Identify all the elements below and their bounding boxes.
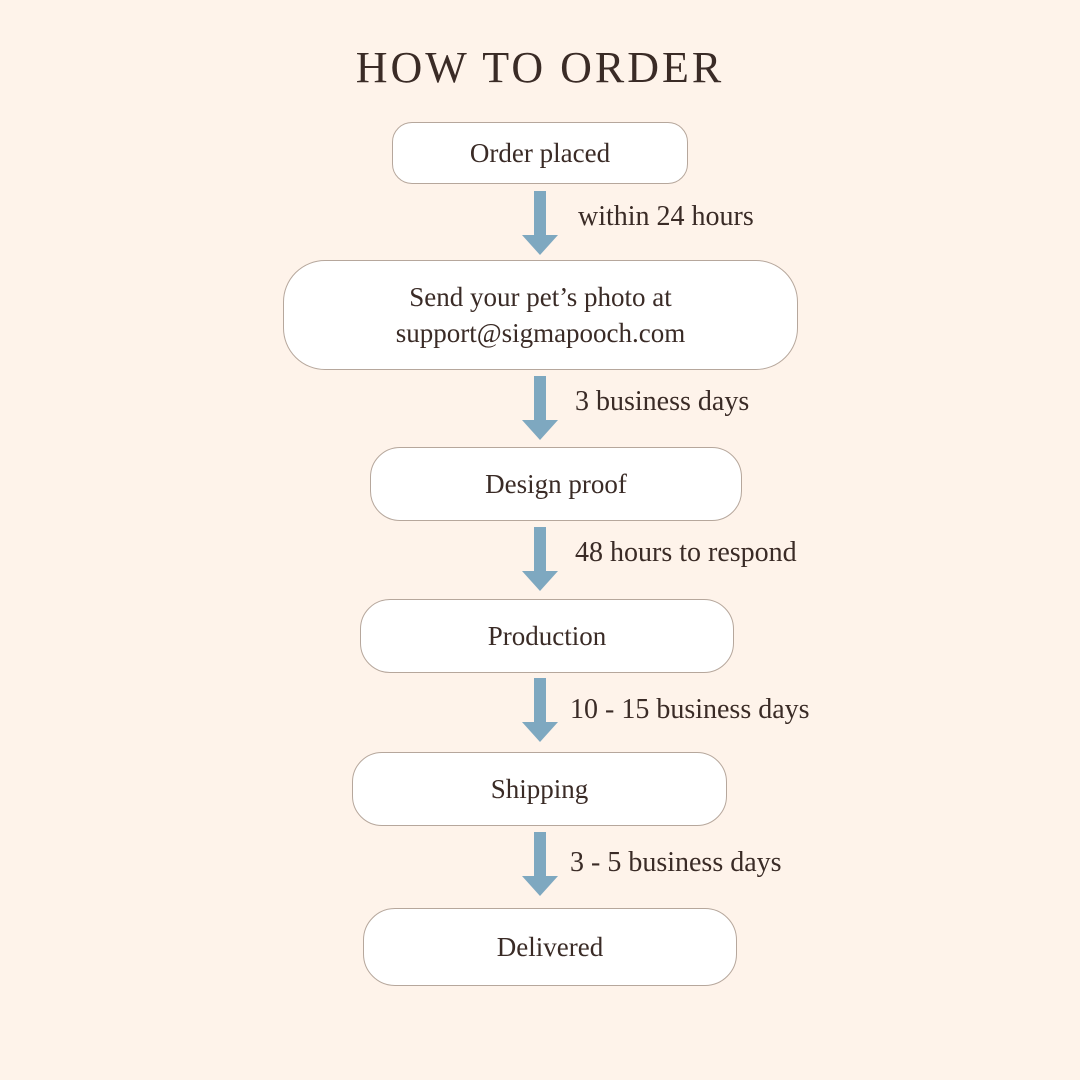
step-box-design-proof: Design proof: [370, 447, 742, 521]
transition-label: 48 hours to respond: [575, 537, 797, 568]
transition-label: 10 - 15 business days: [570, 694, 810, 725]
step-label: Delivered: [496, 931, 604, 962]
arrow-down-icon: [521, 527, 559, 591]
step-label-line1: Send your pet’s photo at: [409, 281, 672, 312]
transition-label: 3 business days: [575, 386, 750, 417]
transition-label: 3 - 5 business days: [570, 847, 782, 878]
step-box-send-photo: Send your pet’s photo at support@sigmapo…: [283, 260, 798, 370]
step-label: Production: [487, 620, 607, 651]
arrow-down-icon: [521, 191, 559, 255]
step-box-production: Production: [360, 599, 734, 673]
step-label: Order placed: [469, 137, 611, 168]
arrow-down-icon: [521, 376, 559, 440]
transition-label: within 24 hours: [578, 201, 754, 232]
step-label-line2-email: support@sigmapooch.com: [395, 318, 686, 348]
step-label: Shipping: [490, 773, 589, 804]
step-label: Design proof: [485, 468, 627, 499]
arrow-down-icon: [521, 832, 559, 896]
step-box-order-placed: Order placed: [392, 122, 688, 184]
arrow-down-icon: [521, 678, 559, 742]
step-box-shipping: Shipping: [352, 752, 727, 826]
step-box-delivered: Delivered: [363, 908, 737, 986]
page-title: HOW TO ORDER: [355, 43, 725, 92]
